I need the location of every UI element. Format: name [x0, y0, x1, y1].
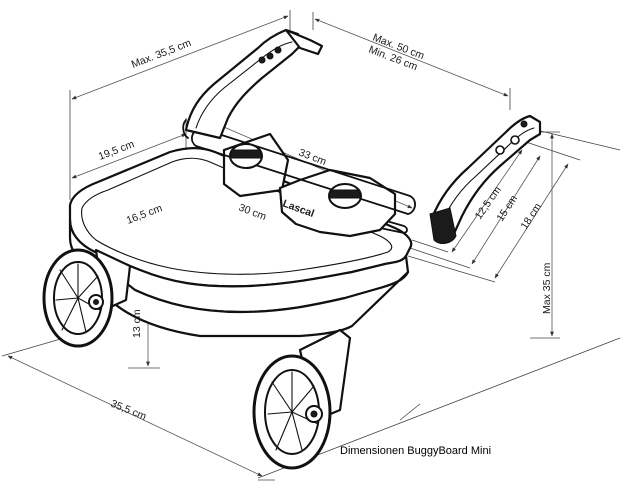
- label-18: 18 cm: [518, 201, 544, 232]
- left-arm-inner: [195, 41, 293, 129]
- diagram-caption: Dimensionen BuggyBoard Mini: [340, 445, 491, 457]
- right-arm-body: [430, 114, 542, 240]
- label-13: 13 cm: [131, 309, 143, 338]
- label-max-35-5: Max. 35,5 cm: [130, 37, 193, 71]
- dim-max-35-5: [71, 15, 289, 100]
- extension-line: [519, 139, 581, 161]
- right-arm-grip: [429, 207, 457, 244]
- board-tread: [81, 157, 393, 275]
- extension-line: [399, 403, 421, 421]
- dim-18: [494, 163, 569, 279]
- arm-bolt: [274, 46, 282, 54]
- arm-bolt: [510, 135, 520, 145]
- extension-line: [407, 255, 496, 283]
- extension-line: [409, 247, 471, 269]
- left-arm-clamp: [284, 28, 324, 56]
- extension-line: [527, 127, 621, 151]
- wheel-left: [42, 248, 132, 348]
- left-arm-collar: [182, 119, 189, 139]
- label-depth-35-5: 35,5 cm: [109, 398, 148, 423]
- right-arm-inner: [441, 127, 535, 223]
- board-underside: [98, 260, 410, 338]
- axle-bar-top: [199, 127, 411, 197]
- left-arm-body: [184, 28, 302, 140]
- arm-bolt: [520, 120, 528, 128]
- label-max-35: Max 35 cm: [541, 262, 553, 314]
- extension-line: [411, 239, 449, 253]
- board-body: [68, 147, 413, 338]
- connector-brackets: Lascal: [191, 127, 416, 238]
- dim-depth-35-5: [7, 355, 263, 477]
- knob-left: [229, 143, 263, 169]
- arm-bolt: [258, 56, 266, 64]
- knob-right: [328, 183, 362, 209]
- wheel-right: [252, 328, 352, 470]
- extension-line: [1, 337, 65, 357]
- axle-end-right: [407, 195, 416, 215]
- dim-19-5: [71, 133, 187, 179]
- left-arm: [182, 28, 324, 140]
- label-19-5: 19,5 cm: [97, 138, 136, 163]
- arm-bolt: [495, 145, 505, 155]
- arm-bolt: [266, 52, 274, 60]
- right-arm: [429, 114, 542, 244]
- wheel-right-spokes: [267, 371, 319, 451]
- dim-max-50: [314, 18, 509, 97]
